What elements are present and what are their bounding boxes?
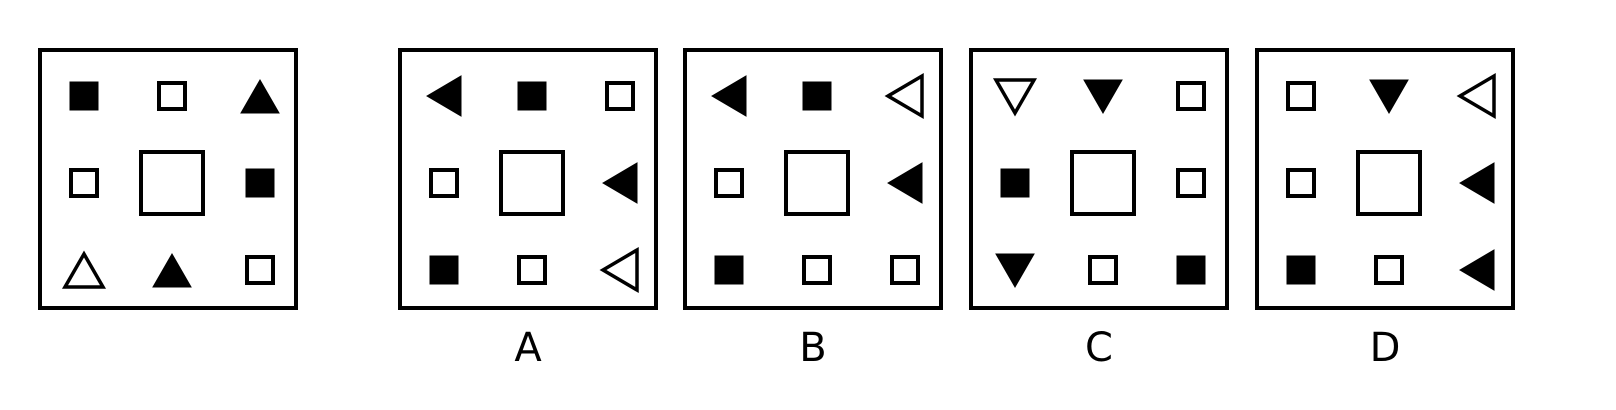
option-d-outline-big-square-r2c2 [1356, 150, 1422, 216]
option-d-outline-triangle-left-r1c3 [1456, 72, 1496, 120]
option-b-outline-square-r2c1 [714, 168, 744, 198]
option-b-filled-square-r1c2 [802, 81, 832, 111]
option-b-figure [711, 72, 924, 285]
option-c-figure [992, 78, 1206, 289]
option-d-outline-square-r2c1 [1286, 168, 1316, 198]
option-a-filled-triangle-left-r2c3 [602, 162, 638, 204]
question-panel [38, 48, 298, 310]
option-c-outline-triangle-down-r1c1 [992, 78, 1038, 117]
option-c-label[interactable]: C [1085, 325, 1113, 371]
option-d-filled-square-r3c1 [1286, 255, 1316, 285]
question-outline-square-r3c3 [245, 255, 275, 285]
option-b-outline-square-r3c3 [890, 255, 920, 285]
option-a-outline-square-r1c3 [605, 81, 635, 111]
option-a-panel[interactable] [398, 48, 658, 310]
question-figure [61, 78, 280, 289]
option-a-outline-triangle-left-r3c3 [599, 246, 639, 294]
option-c-filled-triangle-down-r3c1 [995, 253, 1035, 289]
option-c-filled-triangle-down-r1c2 [1083, 79, 1123, 115]
question-filled-square-r1c1 [69, 81, 99, 111]
option-c-outline-square-r1c3 [1176, 81, 1206, 111]
option-a-filled-square-r1c2 [517, 81, 547, 111]
option-c-filled-square-r2c1 [1000, 168, 1030, 198]
option-b-outline-big-square-r2c2 [784, 150, 850, 216]
option-b-filled-square-r3c1 [714, 255, 744, 285]
option-c-outline-big-square-r2c2 [1070, 150, 1136, 216]
option-d-filled-triangle-left-r2c3 [1459, 162, 1495, 204]
option-b-panel[interactable] [683, 48, 943, 310]
option-a-label[interactable]: A [514, 325, 542, 371]
option-d-outline-square-r3c2 [1374, 255, 1404, 285]
option-c-filled-square-r3c3 [1176, 255, 1206, 285]
question-outline-square-r2c1 [69, 168, 99, 198]
option-c-panel[interactable] [969, 48, 1229, 310]
option-a-filled-square-r3c1 [429, 255, 459, 285]
option-b-filled-triangle-left-r1c1 [711, 75, 747, 117]
question-outline-big-square-r2c2 [139, 150, 205, 216]
question-filled-square-r2c3 [245, 168, 275, 198]
option-d-outline-square-r1c1 [1286, 81, 1316, 111]
question-filled-triangle-up-r1c3 [240, 78, 280, 114]
option-a-outline-square-r2c1 [429, 168, 459, 198]
question-outline-triangle-up-r3c1 [61, 250, 107, 289]
option-a-figure [426, 75, 639, 294]
option-c-outline-square-r2c3 [1176, 168, 1206, 198]
question-filled-triangle-up-r3c2 [152, 252, 192, 288]
option-a-filled-triangle-left-r1c1 [426, 75, 462, 117]
option-b-label[interactable]: B [799, 325, 827, 371]
option-d-figure [1286, 72, 1496, 291]
option-d-filled-triangle-down-r1c2 [1369, 79, 1409, 115]
option-b-outline-square-r3c2 [802, 255, 832, 285]
option-d-filled-triangle-left-r3c3 [1459, 249, 1495, 291]
option-a-outline-square-r3c2 [517, 255, 547, 285]
option-b-outline-triangle-left-r1c3 [884, 72, 924, 120]
option-b-filled-triangle-left-r2c3 [887, 162, 923, 204]
option-d-label[interactable]: D [1369, 325, 1401, 371]
option-a-outline-big-square-r2c2 [499, 150, 565, 216]
question-outline-square-r1c2 [157, 81, 187, 111]
option-c-outline-square-r3c2 [1088, 255, 1118, 285]
option-d-panel[interactable] [1255, 48, 1515, 310]
